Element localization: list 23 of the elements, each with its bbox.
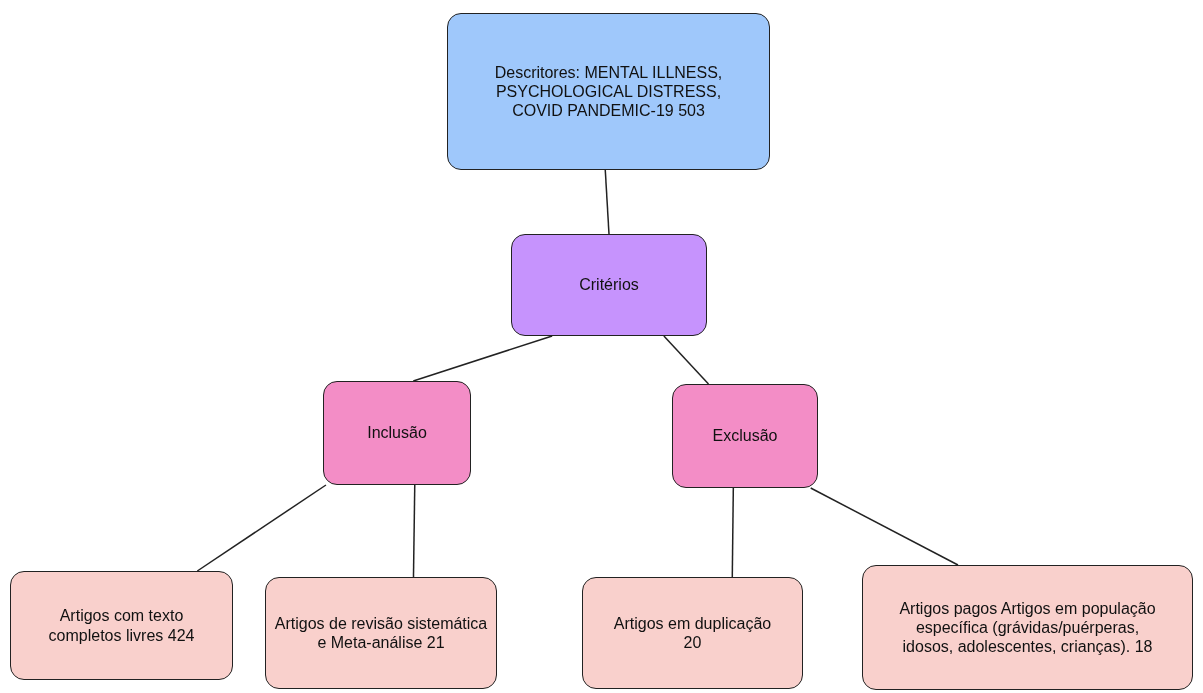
- node-text: Artigos em duplicação 20: [613, 613, 772, 653]
- node-text: Critérios: [579, 275, 639, 295]
- node-text: Inclusão: [367, 423, 427, 443]
- node-text: Exclusão: [712, 426, 778, 446]
- connector-line: [663, 335, 710, 385]
- connector-line: [604, 169, 610, 235]
- connector-line: [412, 484, 416, 578]
- process-box: [447, 13, 770, 170]
- node-text: Artigos com texto completos livres 424: [47, 606, 196, 645]
- node-text: Artigos pagos Artigos em população específica (grávidas/puérperas, idosos, adolescentes, crianças). 18: [898, 598, 1157, 657]
- connector-line: [412, 335, 553, 382]
- node-text: Descritores: MENTAL ILLNESS, PSYCHOLOGICAL DISTRESS, COVID PANDEMIC-19 503: [493, 62, 724, 121]
- process-box: [672, 384, 818, 488]
- connector-line: [809, 487, 959, 566]
- connector-line: [196, 484, 327, 572]
- process-box: [511, 234, 707, 336]
- connector-line: [731, 487, 735, 578]
- result-box: [10, 571, 233, 680]
- result-box: [265, 577, 497, 689]
- process-box: [323, 381, 471, 485]
- result-box: [862, 565, 1193, 690]
- result-box: [582, 577, 803, 689]
- node-text: Artigos de revisão sistemática e Meta-análise 21: [274, 613, 488, 653]
